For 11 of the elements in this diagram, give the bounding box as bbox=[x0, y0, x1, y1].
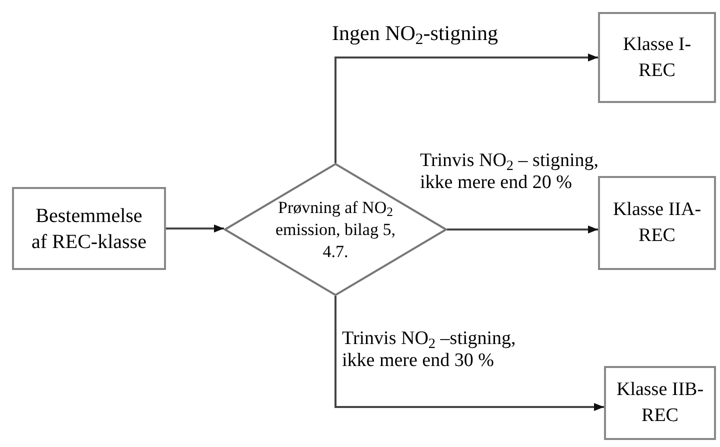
arrow bbox=[447, 226, 598, 234]
arrow bbox=[334, 54, 598, 163]
arrow bbox=[334, 296, 604, 411]
edge-label: Ingen NO$_{2}$-stigning bbox=[332, 20, 499, 50]
process-box: Bestemmelse af REC-klasse bbox=[12, 187, 166, 270]
edge-label: Trinvis NO$_{2}$ –stigning, ikke mere end 30 % bbox=[342, 328, 517, 372]
arrow bbox=[166, 224, 224, 232]
process-box: Klasse IIB-REC bbox=[604, 366, 716, 440]
process-box: Klasse I-REC bbox=[598, 12, 716, 103]
process-box: Klasse IIA-REC bbox=[598, 176, 716, 270]
edge-label: Trinvis NO$_{2}$ – stigning, ikke mere end 20 % bbox=[420, 150, 600, 194]
